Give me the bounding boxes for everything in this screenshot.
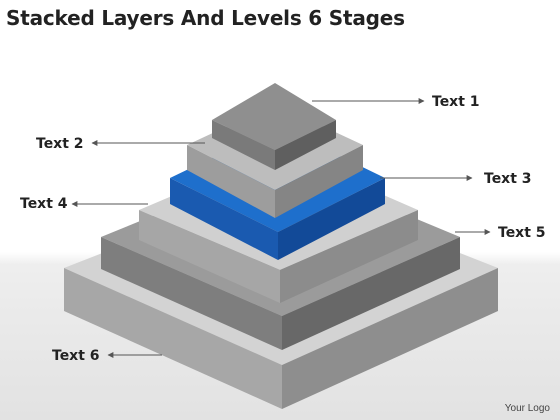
label-text-2: Text 2: [36, 136, 84, 152]
label-text-6: Text 6: [52, 348, 100, 364]
label-text-5: Text 5: [498, 225, 546, 241]
page-title: Stacked Layers And Levels 6 Stages: [6, 6, 405, 30]
logo-placeholder: Your Logo: [504, 403, 550, 414]
label-text-3: Text 3: [484, 171, 532, 187]
connectors: [71, 98, 491, 358]
label-text-4: Text 4: [20, 196, 68, 212]
layer-1: [212, 83, 336, 170]
label-text-1: Text 1: [432, 94, 480, 110]
